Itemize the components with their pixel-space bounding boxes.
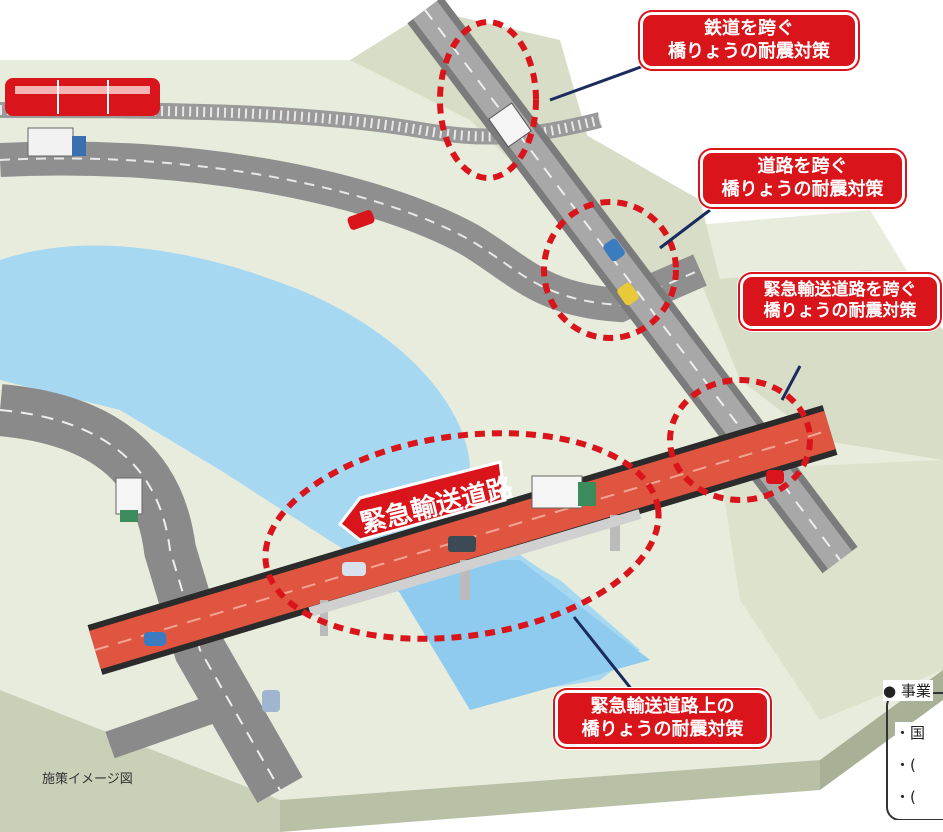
side-panel-item: ・( xyxy=(895,786,916,807)
side-panel-heading: ● 事業 xyxy=(883,680,933,701)
callout-road-bridge: 道路を跨ぐ 橋りょうの耐震対策 xyxy=(700,150,905,207)
blue-car-icon xyxy=(603,238,625,262)
callout-railway-line1: 鉄道を跨ぐ xyxy=(704,18,794,39)
dark-van-icon xyxy=(448,536,476,552)
callout-railway-line2: 橋りょうの耐震対策 xyxy=(668,40,830,62)
left-road-lane xyxy=(0,409,281,791)
left-car-icon xyxy=(262,690,280,712)
figure-caption: 施策イメージ図 xyxy=(42,772,133,787)
side-panel: ● 事業 ・国 ・( ・( xyxy=(883,680,943,820)
terrain-side-right xyxy=(280,760,820,832)
callout-emergency-cross-line2: 橋りょうの耐震対策 xyxy=(763,301,917,322)
red-car-icon xyxy=(347,210,375,230)
callout-railway-bridge: 鉄道を跨ぐ 橋りょうの耐震対策 xyxy=(640,12,858,69)
bridge-pier-3 xyxy=(610,515,620,551)
arrow-road xyxy=(659,208,711,250)
callout-emergency-on-line2: 橋りょうの耐震対策 xyxy=(581,718,744,740)
arrow-emergency-cross xyxy=(780,365,802,401)
callout-road-line1: 道路を跨ぐ xyxy=(757,156,848,177)
callout-emergency-cross: 緊急輸送道路を跨ぐ 橋りょうの耐震対策 xyxy=(740,274,940,329)
arrow-emergency-on xyxy=(572,616,642,701)
red-car-2-icon xyxy=(766,470,784,484)
ring-road-bridge xyxy=(541,199,679,341)
side-panel-item: ・国 xyxy=(895,722,926,743)
arrow-railway xyxy=(549,58,661,102)
cross-road xyxy=(105,696,215,759)
callout-road-line2: 橋りょうの耐震対策 xyxy=(721,178,884,200)
emergency-road-lane xyxy=(94,429,831,651)
ring-railway-bridge xyxy=(437,19,539,181)
silver-car-icon xyxy=(342,562,366,576)
green-truck-icon xyxy=(531,475,596,509)
upper-road-center xyxy=(0,157,701,307)
yellow-car-icon xyxy=(617,282,639,306)
truck-icon xyxy=(27,127,86,157)
callout-emergency-on-line1: 緊急輸送道路上の xyxy=(590,696,735,717)
terrain-side-front xyxy=(0,690,280,832)
bridge-pier-2 xyxy=(460,560,470,600)
callout-emergency-on: 緊急輸送道路上の 橋りょうの耐震対策 xyxy=(555,690,770,747)
callout-emergency-cross-line1: 緊急輸送道路を跨ぐ xyxy=(763,280,917,300)
ring-emergency-bridge xyxy=(262,430,662,642)
bridge-girder xyxy=(308,509,642,617)
left-truck-icon xyxy=(115,477,143,522)
river-lower xyxy=(380,560,650,710)
side-panel-item: ・( xyxy=(895,754,916,775)
hill-lower-right xyxy=(720,460,943,720)
train-icon xyxy=(5,78,160,116)
bridge-pier-1 xyxy=(320,600,328,636)
blue-car-3-icon xyxy=(144,632,166,646)
ring-emergency-cross xyxy=(667,377,813,503)
white-truck-icon xyxy=(488,102,532,148)
